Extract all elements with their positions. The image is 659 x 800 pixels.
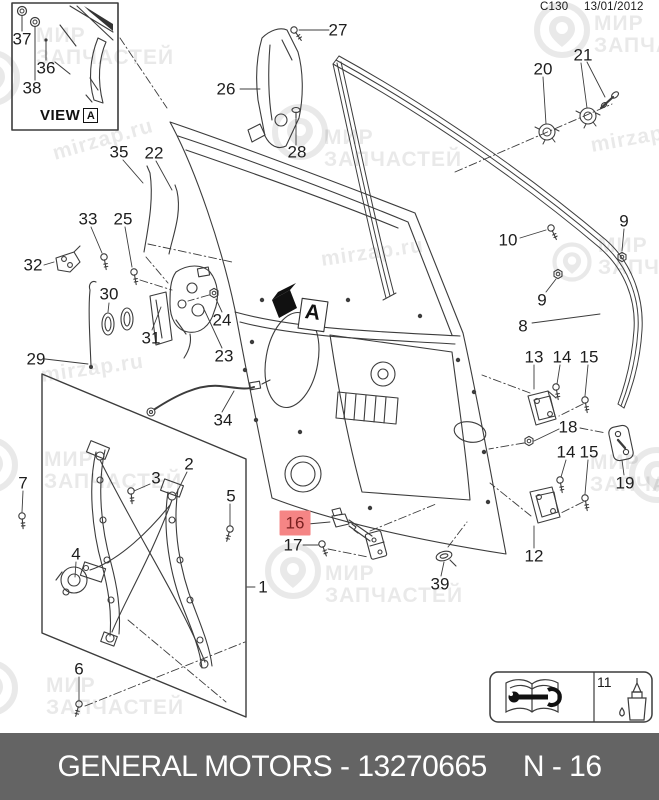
latch-cable-part xyxy=(146,379,271,417)
hinge-bolt-part xyxy=(576,394,595,414)
watermark-pin-icon xyxy=(0,663,15,713)
view-direction-block xyxy=(272,290,297,318)
watermark-brand: МИР xyxy=(325,562,375,585)
leader-lines xyxy=(21,16,625,701)
grommet-part xyxy=(16,5,28,17)
view-label: VIEW xyxy=(40,107,81,124)
view-letter-box: A xyxy=(83,108,99,123)
footer-title: GENERAL MOTORS - 13270665 xyxy=(57,749,487,783)
assembly-axis-lines xyxy=(84,37,613,707)
regulator-bolt xyxy=(13,510,32,530)
watermark-brand: ЗАПЧАСТЕЙ xyxy=(594,33,659,57)
footer-bar: GENERAL MOTORS - 13270665 N - 16 xyxy=(0,733,659,800)
door-panel-drawing xyxy=(169,121,507,555)
panel-bolt-holes xyxy=(242,297,491,511)
lock-hinge-bracket xyxy=(55,245,81,273)
footer-page-ref: N - 16 xyxy=(522,749,602,783)
watermark-pin-icon xyxy=(268,546,318,596)
door-check-strap-part xyxy=(331,507,388,560)
latch-bracket-part xyxy=(149,291,173,346)
hinge-bolt-part xyxy=(551,474,570,494)
watermark-brand: ЗАПЧАСТЕЙ xyxy=(324,147,462,171)
striker-part xyxy=(608,424,634,462)
door-hinge-upper xyxy=(527,390,557,426)
wrench-icon xyxy=(508,687,562,707)
watermark-site: mirzap.ru xyxy=(319,234,425,271)
watermark-brand: ЗАПЧАСТЕЙ xyxy=(46,695,184,719)
screw-part xyxy=(125,266,144,286)
watermark-brand: ЗАПЧАСТЕЙ xyxy=(325,583,463,607)
watermark-pin-icon xyxy=(0,440,15,490)
watermark-brand: МИР xyxy=(324,126,374,149)
screw-part xyxy=(95,251,114,271)
drawing-date: 13/01/2012 xyxy=(584,1,644,13)
watermark-brand: МИР xyxy=(46,674,96,697)
mirror-bracket-part xyxy=(247,25,304,149)
watermark-brand: МИР xyxy=(594,12,644,35)
door-hinge-lower xyxy=(529,486,561,524)
upper-hinge-parts xyxy=(534,91,620,145)
regulator-bolt xyxy=(220,524,238,542)
watermark-brand: ЗАПЧАСТЕЙ xyxy=(36,45,174,69)
lock-rod-part xyxy=(88,165,180,369)
run-channel-screw xyxy=(544,223,562,241)
watermark-brand: МИР xyxy=(44,448,94,471)
watermark-site: mirzap.ru xyxy=(589,116,659,157)
watermark-brand: ЗАПЧАСТЕЙ xyxy=(598,255,659,279)
clip-part xyxy=(435,550,457,567)
view-a-card xyxy=(297,297,329,333)
regulator-motor-part xyxy=(55,561,107,596)
latch-bolt-part xyxy=(209,287,219,299)
glass-run-weatherstrip xyxy=(332,55,643,409)
legend-box xyxy=(489,671,653,723)
grommet-part xyxy=(29,16,41,28)
hinge-bolt-part xyxy=(576,492,595,512)
view-a-caption: VIEW A xyxy=(40,107,99,124)
legend-part-number: 11 xyxy=(597,674,612,690)
door-latch-part xyxy=(169,265,219,359)
watermark-brand: ЗАПЧАСТЕЙ xyxy=(44,469,182,493)
watermark-brand: МИР xyxy=(36,24,86,47)
window-regulator-box xyxy=(13,373,247,718)
drawing-code: C130 xyxy=(540,1,569,13)
watermark-brand: ЗАПЧАСТЕЙ xyxy=(590,472,659,496)
watermark-layer: МИР ЗАПЧАСТЕЙ МИР ЗАПЧАСТЕЙ МИР ЗАПЧАСТЕ… xyxy=(0,5,659,800)
check-strap-bolt xyxy=(314,539,333,557)
hinge-nut-part xyxy=(524,435,534,447)
watermark-brand: МИР xyxy=(590,451,640,474)
watermark-pin-icon xyxy=(0,53,17,103)
adhesive-bottle-icon xyxy=(619,678,647,721)
